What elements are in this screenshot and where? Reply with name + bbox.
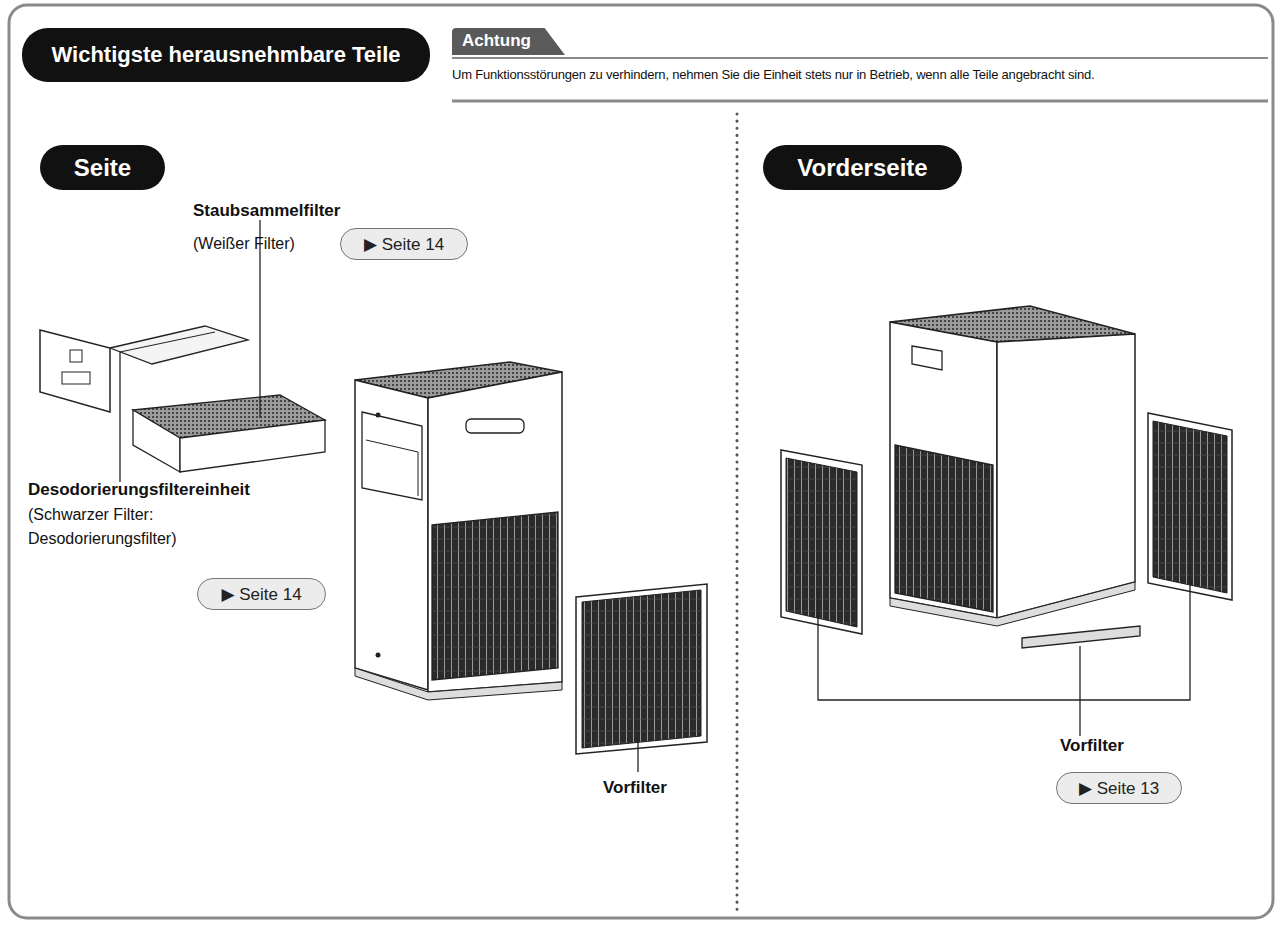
- intake-grille: [895, 445, 993, 612]
- part-name: Staubsammelfilter: [193, 198, 413, 224]
- tray-edge: [120, 332, 215, 352]
- page-reference: ▶ Seite 13: [1056, 772, 1182, 804]
- page-reference: ▶ Seite 14: [197, 578, 326, 610]
- air-purifier-side-view: [355, 362, 562, 700]
- caution-tab: Achtung: [452, 28, 565, 55]
- caution-text: Um Funktionsstörungen zu verhindern, neh…: [452, 67, 1268, 82]
- filter-slot-shelf: [366, 440, 418, 496]
- title-pill: Wichtigste herausnehmbare Teile: [22, 28, 430, 82]
- unit-front-face: [997, 334, 1135, 618]
- unit-side-face: [890, 322, 997, 618]
- unit-base: [355, 668, 562, 700]
- panel-frame: [576, 584, 707, 754]
- node-text: ▶ Seite 13: [1079, 778, 1159, 799]
- page-reference: ▶ Seite 14: [340, 228, 468, 260]
- part-note: (Weißer Filter): [193, 232, 338, 256]
- view-heading: Seite: [40, 145, 165, 190]
- caution-note: Achtung Um Funktionsstörungen zu verhinde…: [452, 28, 1268, 82]
- leader-line: [1079, 646, 1080, 736]
- note-rule: [452, 57, 1268, 59]
- unit-side-face: [355, 380, 428, 690]
- note-rule: [452, 100, 1268, 103]
- view-heading: Vorderseite: [763, 145, 962, 190]
- leader-line: [818, 512, 1190, 700]
- unit-handle: [466, 419, 524, 433]
- screw: [376, 413, 381, 418]
- panel-mesh: [582, 590, 701, 748]
- tray-front-plate: [40, 330, 110, 412]
- part-name: Vorfilter: [1060, 733, 1160, 759]
- divider-line: [736, 114, 739, 914]
- part-name: Vorfilter: [603, 775, 703, 801]
- part-note: (Schwarzer Filter: Desodorierungsfilter): [28, 503, 203, 551]
- tray-slot: [70, 350, 82, 362]
- node-text: Vorderseite: [797, 154, 927, 182]
- filter-slot: [362, 412, 422, 500]
- pre-filter-strip: [1022, 626, 1140, 648]
- leader-line: [119, 352, 120, 482]
- pre-filter-panel: [576, 584, 707, 754]
- panel-mesh: [786, 458, 857, 627]
- unit-front-face: [428, 372, 562, 692]
- tray-rail: [110, 326, 248, 364]
- air-purifier-front-view: [890, 306, 1135, 626]
- unit-handle: [912, 346, 942, 370]
- dust-collection-filter: [133, 395, 325, 472]
- tray-grip: [62, 372, 90, 384]
- screw: [376, 653, 381, 658]
- filter-side: [180, 420, 325, 472]
- deodorizing-filter-tray: [40, 326, 248, 412]
- outer-frame: [9, 5, 1273, 918]
- part-name: Desodorierungsfiltereinheit: [28, 477, 278, 503]
- pre-filter-panel: [781, 450, 862, 634]
- filter-side: [133, 410, 180, 472]
- unit-base: [890, 582, 1135, 626]
- node-text: ▶ Seite 14: [364, 234, 444, 255]
- panel-frame: [781, 450, 862, 634]
- node-text: ▶ Seite 14: [221, 584, 301, 605]
- leader-line: [637, 738, 638, 772]
- intake-grille: [432, 512, 558, 680]
- node-text: Seite: [74, 154, 131, 182]
